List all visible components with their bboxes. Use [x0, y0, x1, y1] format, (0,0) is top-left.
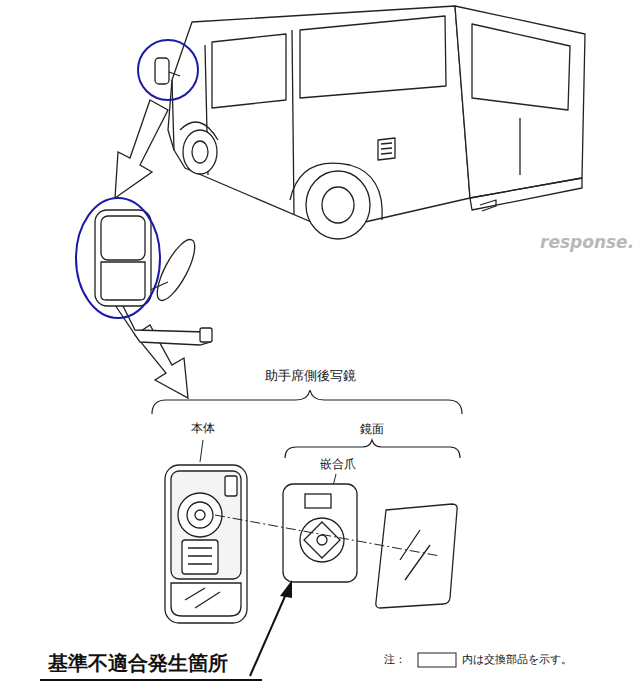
- underline: [40, 679, 262, 681]
- callout-text: 基準不適合発生箇所: [48, 651, 228, 675]
- mirror-drawing: [95, 210, 212, 345]
- bracket: [152, 390, 462, 414]
- mirror-body: [165, 465, 247, 623]
- highlight-circle: [76, 198, 160, 318]
- note-text: 注：: [384, 653, 406, 666]
- leader-line: [200, 440, 203, 462]
- part-name: 鏡面: [360, 422, 384, 436]
- callout-arrow: [250, 594, 286, 676]
- watermark: response.: [540, 232, 634, 252]
- zoom-arrow: [115, 100, 168, 198]
- note-box: [418, 653, 456, 667]
- part-name: 本体: [191, 421, 215, 435]
- mirror-glass: [376, 504, 457, 608]
- mirror-plate: [283, 484, 357, 582]
- part-name: 嵌合爪: [320, 457, 356, 471]
- note-text: 内は交換部品を示す。: [462, 653, 572, 666]
- assembly-name: 助手席側後写鏡: [265, 368, 356, 384]
- highlight-circle: [138, 40, 198, 100]
- arrow-head: [280, 580, 292, 598]
- bracket: [285, 440, 460, 458]
- axis-line: [215, 515, 440, 556]
- van-drawing: [155, 6, 585, 239]
